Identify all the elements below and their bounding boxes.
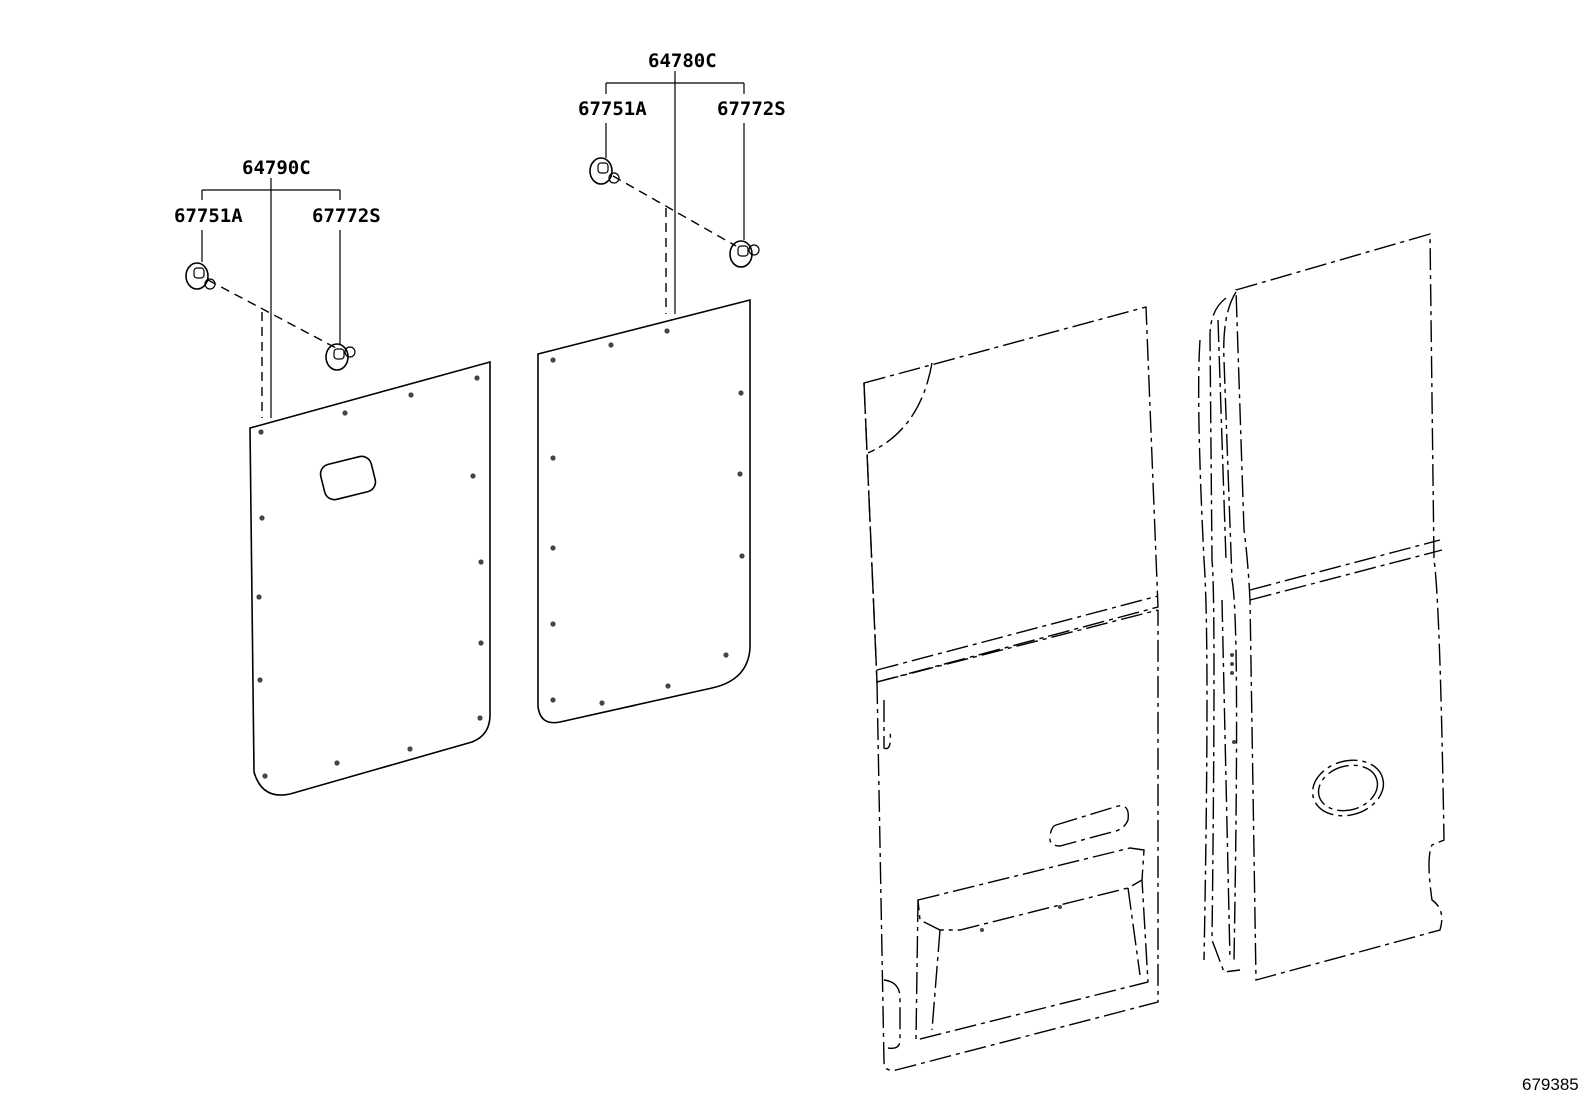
label-64790C[interactable]: 64790C bbox=[242, 157, 311, 179]
right-part-group: 64780C 67751A 67772S bbox=[537, 50, 786, 724]
handle-cutout bbox=[319, 455, 377, 501]
door-outline-inner bbox=[1197, 233, 1445, 981]
left-clip-67751A-icon[interactable] bbox=[185, 262, 216, 290]
figure-number: 679385 bbox=[1522, 1075, 1579, 1094]
clip-holes bbox=[256, 375, 484, 779]
clip-holes bbox=[550, 328, 745, 706]
right-clip-link-dashed bbox=[612, 175, 737, 247]
door-outline-front bbox=[863, 306, 1159, 1072]
label-right-67751A[interactable]: 67751A bbox=[578, 98, 647, 120]
right-clip-67751A-icon[interactable] bbox=[589, 157, 620, 185]
label-left-67751A[interactable]: 67751A bbox=[174, 205, 243, 227]
label-left-67772S[interactable]: 67772S bbox=[312, 205, 381, 227]
label-right-67772S[interactable]: 67772S bbox=[717, 98, 786, 120]
left-bracket-line bbox=[201, 178, 341, 418]
left-clip-link-dashed bbox=[207, 279, 337, 349]
left-clip-67772S-icon[interactable] bbox=[325, 343, 356, 371]
right-clip-67772S-icon[interactable] bbox=[729, 240, 760, 268]
left-part-group: 64790C 67751A 67772S bbox=[174, 157, 491, 796]
label-64780C[interactable]: 64780C bbox=[648, 50, 717, 72]
right-door-trim-board[interactable] bbox=[537, 298, 751, 724]
right-bracket-line bbox=[605, 71, 745, 314]
left-door-trim-board[interactable] bbox=[249, 360, 491, 796]
